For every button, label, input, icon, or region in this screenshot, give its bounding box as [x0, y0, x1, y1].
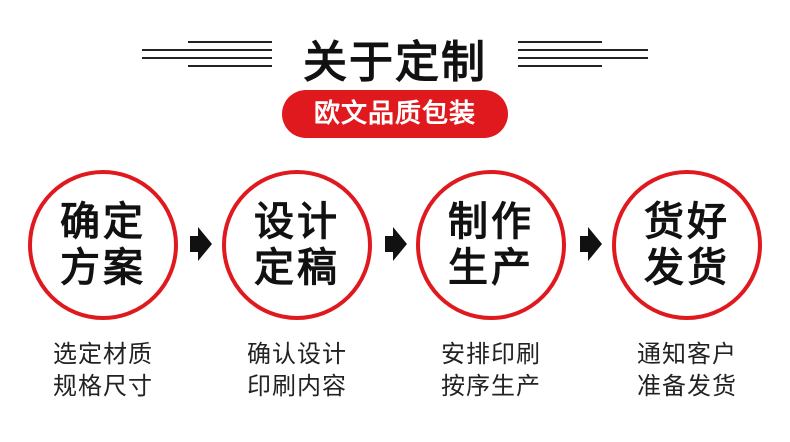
decorative-lines-left [142, 41, 272, 69]
step-title-line-2: 方案 [60, 245, 146, 291]
subtitle-badge: 欧文品质包装 [282, 90, 508, 138]
step-desc-line-2: 规格尺寸 [53, 372, 153, 400]
step-circle: 设计 定稿 [222, 170, 372, 320]
step-circle: 确定 方案 [28, 170, 178, 320]
step-desc-line-2: 印刷内容 [247, 372, 347, 400]
page-title: 关于定制 [303, 37, 487, 88]
step-title-line-2: 发货 [644, 245, 730, 291]
step-description: 确认设计 印刷内容 [222, 338, 372, 402]
step-title-line-2: 定稿 [254, 245, 340, 291]
step-title-line-1: 设计 [254, 199, 340, 245]
arrow-right-icon [385, 227, 407, 261]
step-title-line-1: 货好 [644, 199, 730, 245]
arrow-right-icon [580, 227, 602, 261]
step-desc-line-1: 确认设计 [247, 340, 347, 368]
step-circle: 制作 生产 [416, 170, 566, 320]
decorative-lines-right [518, 41, 648, 69]
header: 关于定制 [0, 18, 790, 88]
step-description: 通知客户 准备发货 [612, 338, 762, 402]
step-circle: 货好 发货 [612, 170, 762, 320]
step-title-line-1: 确定 [60, 199, 146, 245]
step-description: 安排印刷 按序生产 [416, 338, 566, 402]
step-desc-line-1: 安排印刷 [441, 340, 541, 368]
step-desc-line-2: 按序生产 [441, 372, 541, 400]
step-desc-line-2: 准备发货 [637, 372, 737, 400]
step-title-line-1: 制作 [448, 199, 534, 245]
step-desc-line-1: 通知客户 [637, 340, 737, 368]
step-desc-line-1: 选定材质 [53, 340, 153, 368]
arrow-right-icon [190, 227, 212, 261]
step-description: 选定材质 规格尺寸 [28, 338, 178, 402]
step-title-line-2: 生产 [448, 245, 534, 291]
